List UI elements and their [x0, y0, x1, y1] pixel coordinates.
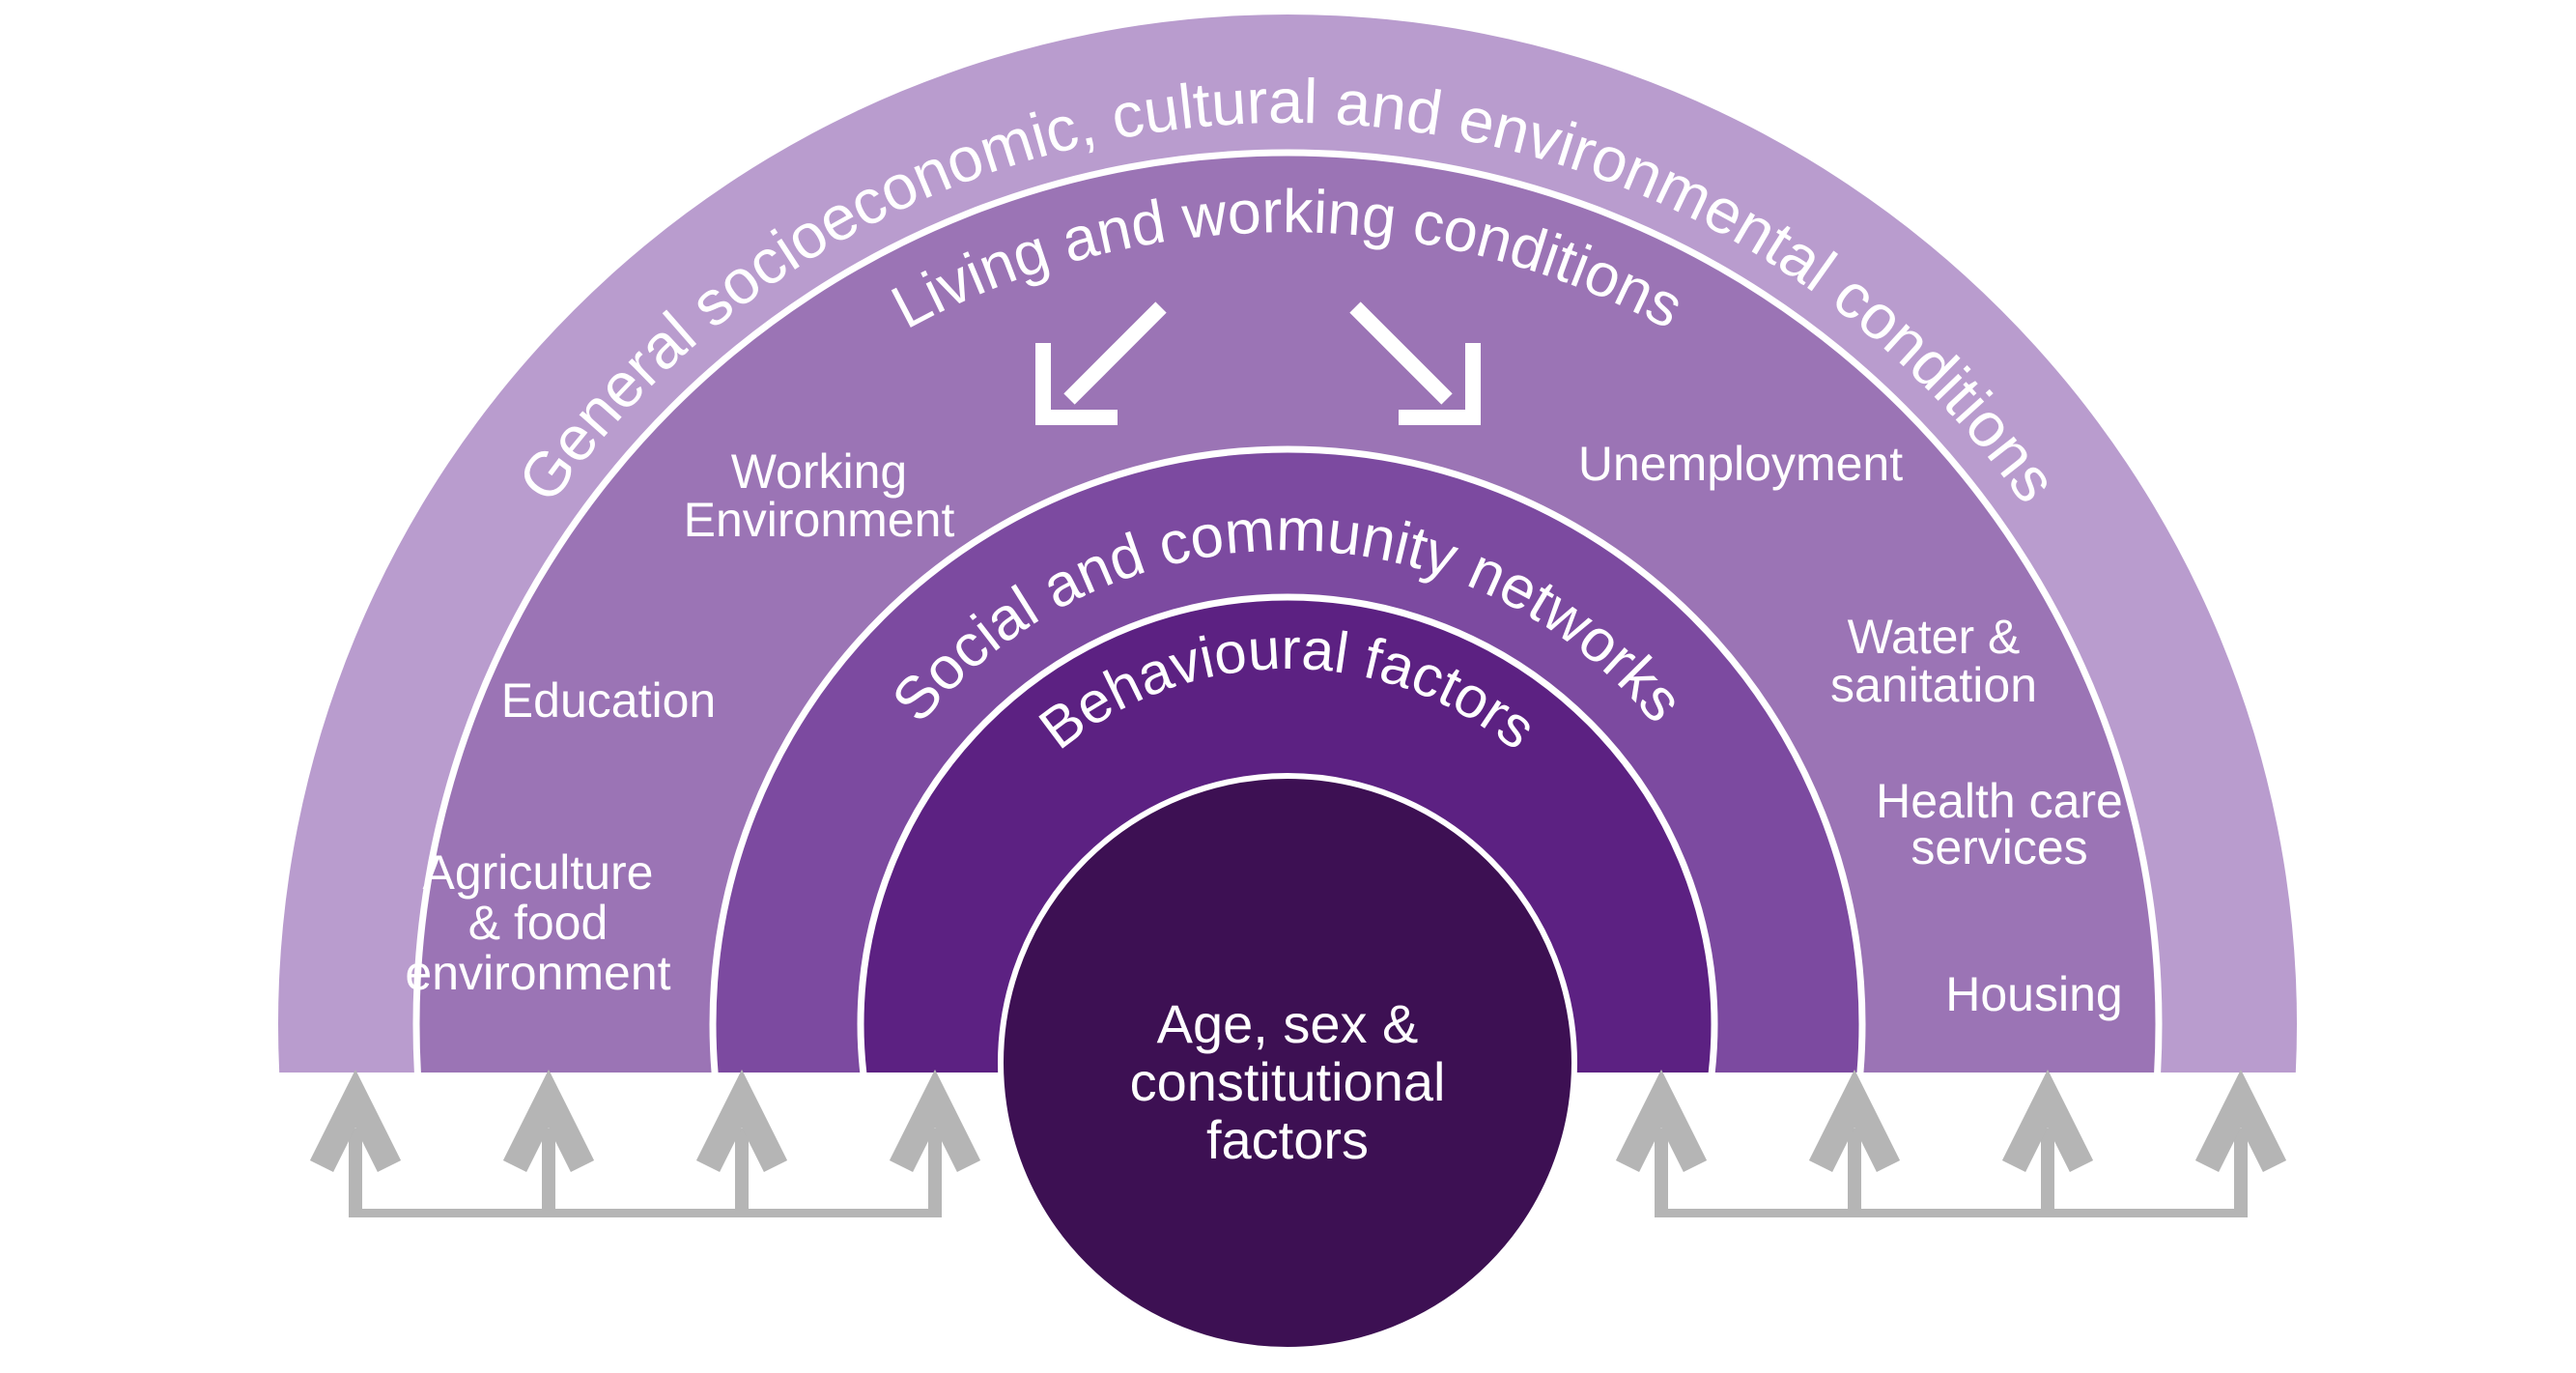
determinant-arrow — [901, 1099, 969, 1217]
label-health-care-line1: Health care — [1876, 774, 2123, 828]
label-health-care-line2: services — [1911, 820, 2087, 874]
rings-group — [278, 14, 2297, 1073]
inward-arrow-right-icon — [1349, 301, 1481, 425]
label-water-sanitation-line1: Water & — [1848, 610, 2021, 664]
label-working-environment-line1: Working — [731, 444, 907, 499]
upward-arrows-right — [1628, 1099, 2275, 1217]
determinant-arrow — [515, 1099, 582, 1217]
label-housing: Housing — [1945, 967, 2122, 1021]
core-label-line2: constitutional — [1130, 1051, 1446, 1112]
arrow-connector-right — [1655, 1209, 2248, 1217]
core-label-line1: Age, sex & — [1157, 993, 1419, 1054]
determinant-arrow — [1821, 1099, 1888, 1217]
arrow-connector-left — [349, 1209, 942, 1217]
label-agriculture-line2: & food — [468, 896, 609, 950]
determinant-arrow — [2207, 1099, 2275, 1217]
determinant-arrow — [1628, 1099, 1695, 1217]
inward-arrow-left-icon — [1035, 301, 1167, 425]
label-education: Education — [501, 673, 716, 728]
core-label-line3: factors — [1206, 1109, 1369, 1170]
label-agriculture-line1: Agriculture — [423, 845, 654, 900]
label-working-environment-line2: Environment — [684, 493, 955, 547]
determinant-arrow — [322, 1099, 389, 1217]
core-circle — [998, 773, 1577, 1353]
label-unemployment: Unemployment — [1578, 437, 1903, 491]
determinant-arrow — [708, 1099, 776, 1217]
determinant-arrow — [2014, 1099, 2081, 1217]
label-water-sanitation-line2: sanitation — [1830, 658, 2037, 712]
label-agriculture-line3: environment — [405, 946, 670, 1000]
upward-arrows-left — [322, 1099, 969, 1217]
